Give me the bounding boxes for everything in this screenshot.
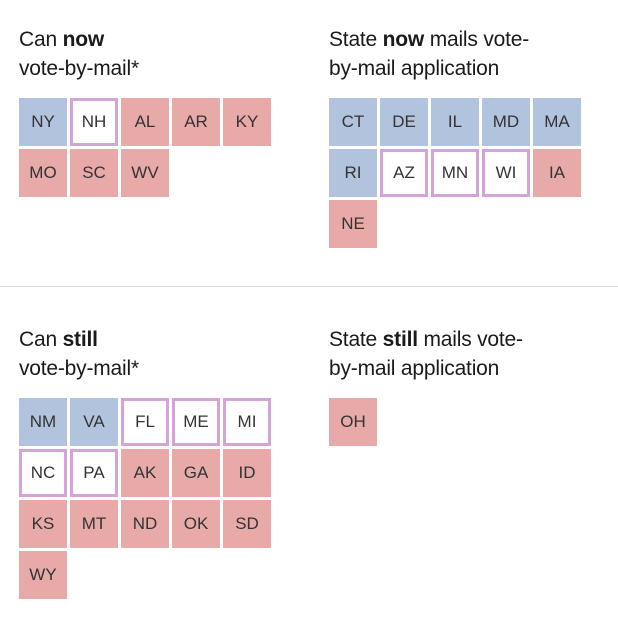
title-emphasis: still: [62, 328, 98, 351]
state-tile-nc: NC: [19, 449, 67, 497]
state-tile-md: MD: [482, 98, 530, 146]
panel-title: State still mails vote- by-mail applicat…: [329, 325, 581, 383]
state-tile-de: DE: [380, 98, 428, 146]
title-text: Can: [19, 328, 63, 351]
title-text: mails vote-: [424, 28, 530, 51]
state-tile-nd: ND: [121, 500, 169, 548]
state-tile-oh: OH: [329, 398, 377, 446]
state-tile-ky: KY: [223, 98, 271, 146]
state-tile-ak: AK: [121, 449, 169, 497]
state-tile-ok: OK: [172, 500, 220, 548]
title-line-2: vote-by-mail*: [19, 357, 139, 380]
panel-title: State now mails vote- by-mail applicatio…: [329, 25, 581, 83]
state-tile-mi: MI: [223, 398, 271, 446]
state-tile-nm: NM: [19, 398, 67, 446]
state-tile-sd: SD: [223, 500, 271, 548]
panel-state-now-mails: State now mails vote- by-mail applicatio…: [329, 25, 581, 248]
state-tile-me: ME: [172, 398, 220, 446]
state-tile-ar: AR: [172, 98, 220, 146]
state-tile-mt: MT: [70, 500, 118, 548]
section-divider: [0, 286, 618, 287]
state-tile-il: IL: [431, 98, 479, 146]
state-tile-ma: MA: [533, 98, 581, 146]
state-tile-ga: GA: [172, 449, 220, 497]
title-emphasis: still: [382, 328, 418, 351]
state-tile-va: VA: [70, 398, 118, 446]
panel-title: Can still vote-by-mail*: [19, 325, 271, 383]
title-text: mails vote-: [417, 328, 523, 351]
state-tile-id: ID: [223, 449, 271, 497]
state-grid: OH: [329, 398, 581, 446]
state-tile-fl: FL: [121, 398, 169, 446]
state-tile-wy: WY: [19, 551, 67, 599]
state-tile-mo: MO: [19, 149, 67, 197]
state-tile-pa: PA: [70, 449, 118, 497]
title-text: State: [329, 28, 383, 51]
state-tile-wi: WI: [482, 149, 530, 197]
title-line-2: by-mail application: [329, 57, 500, 80]
state-tile-ia: IA: [533, 149, 581, 197]
state-tile-al: AL: [121, 98, 169, 146]
title-emphasis: now: [62, 28, 105, 51]
state-tile-az: AZ: [380, 149, 428, 197]
panel-title: Can now vote-by-mail*: [19, 25, 271, 83]
panel-state-still-mails: State still mails vote- by-mail applicat…: [329, 325, 581, 446]
state-tile-sc: SC: [70, 149, 118, 197]
state-tile-wv: WV: [121, 149, 169, 197]
title-emphasis: now: [382, 28, 425, 51]
state-tile-ct: CT: [329, 98, 377, 146]
state-tile-ny: NY: [19, 98, 67, 146]
title-text: State: [329, 328, 383, 351]
title-line-2: vote-by-mail*: [19, 57, 139, 80]
state-tile-ks: KS: [19, 500, 67, 548]
title-text: Can: [19, 28, 63, 51]
title-line-2: by-mail application: [329, 357, 500, 380]
state-tile-ri: RI: [329, 149, 377, 197]
state-tile-mn: MN: [431, 149, 479, 197]
state-tile-ne: NE: [329, 200, 377, 248]
state-tile-nh: NH: [70, 98, 118, 146]
